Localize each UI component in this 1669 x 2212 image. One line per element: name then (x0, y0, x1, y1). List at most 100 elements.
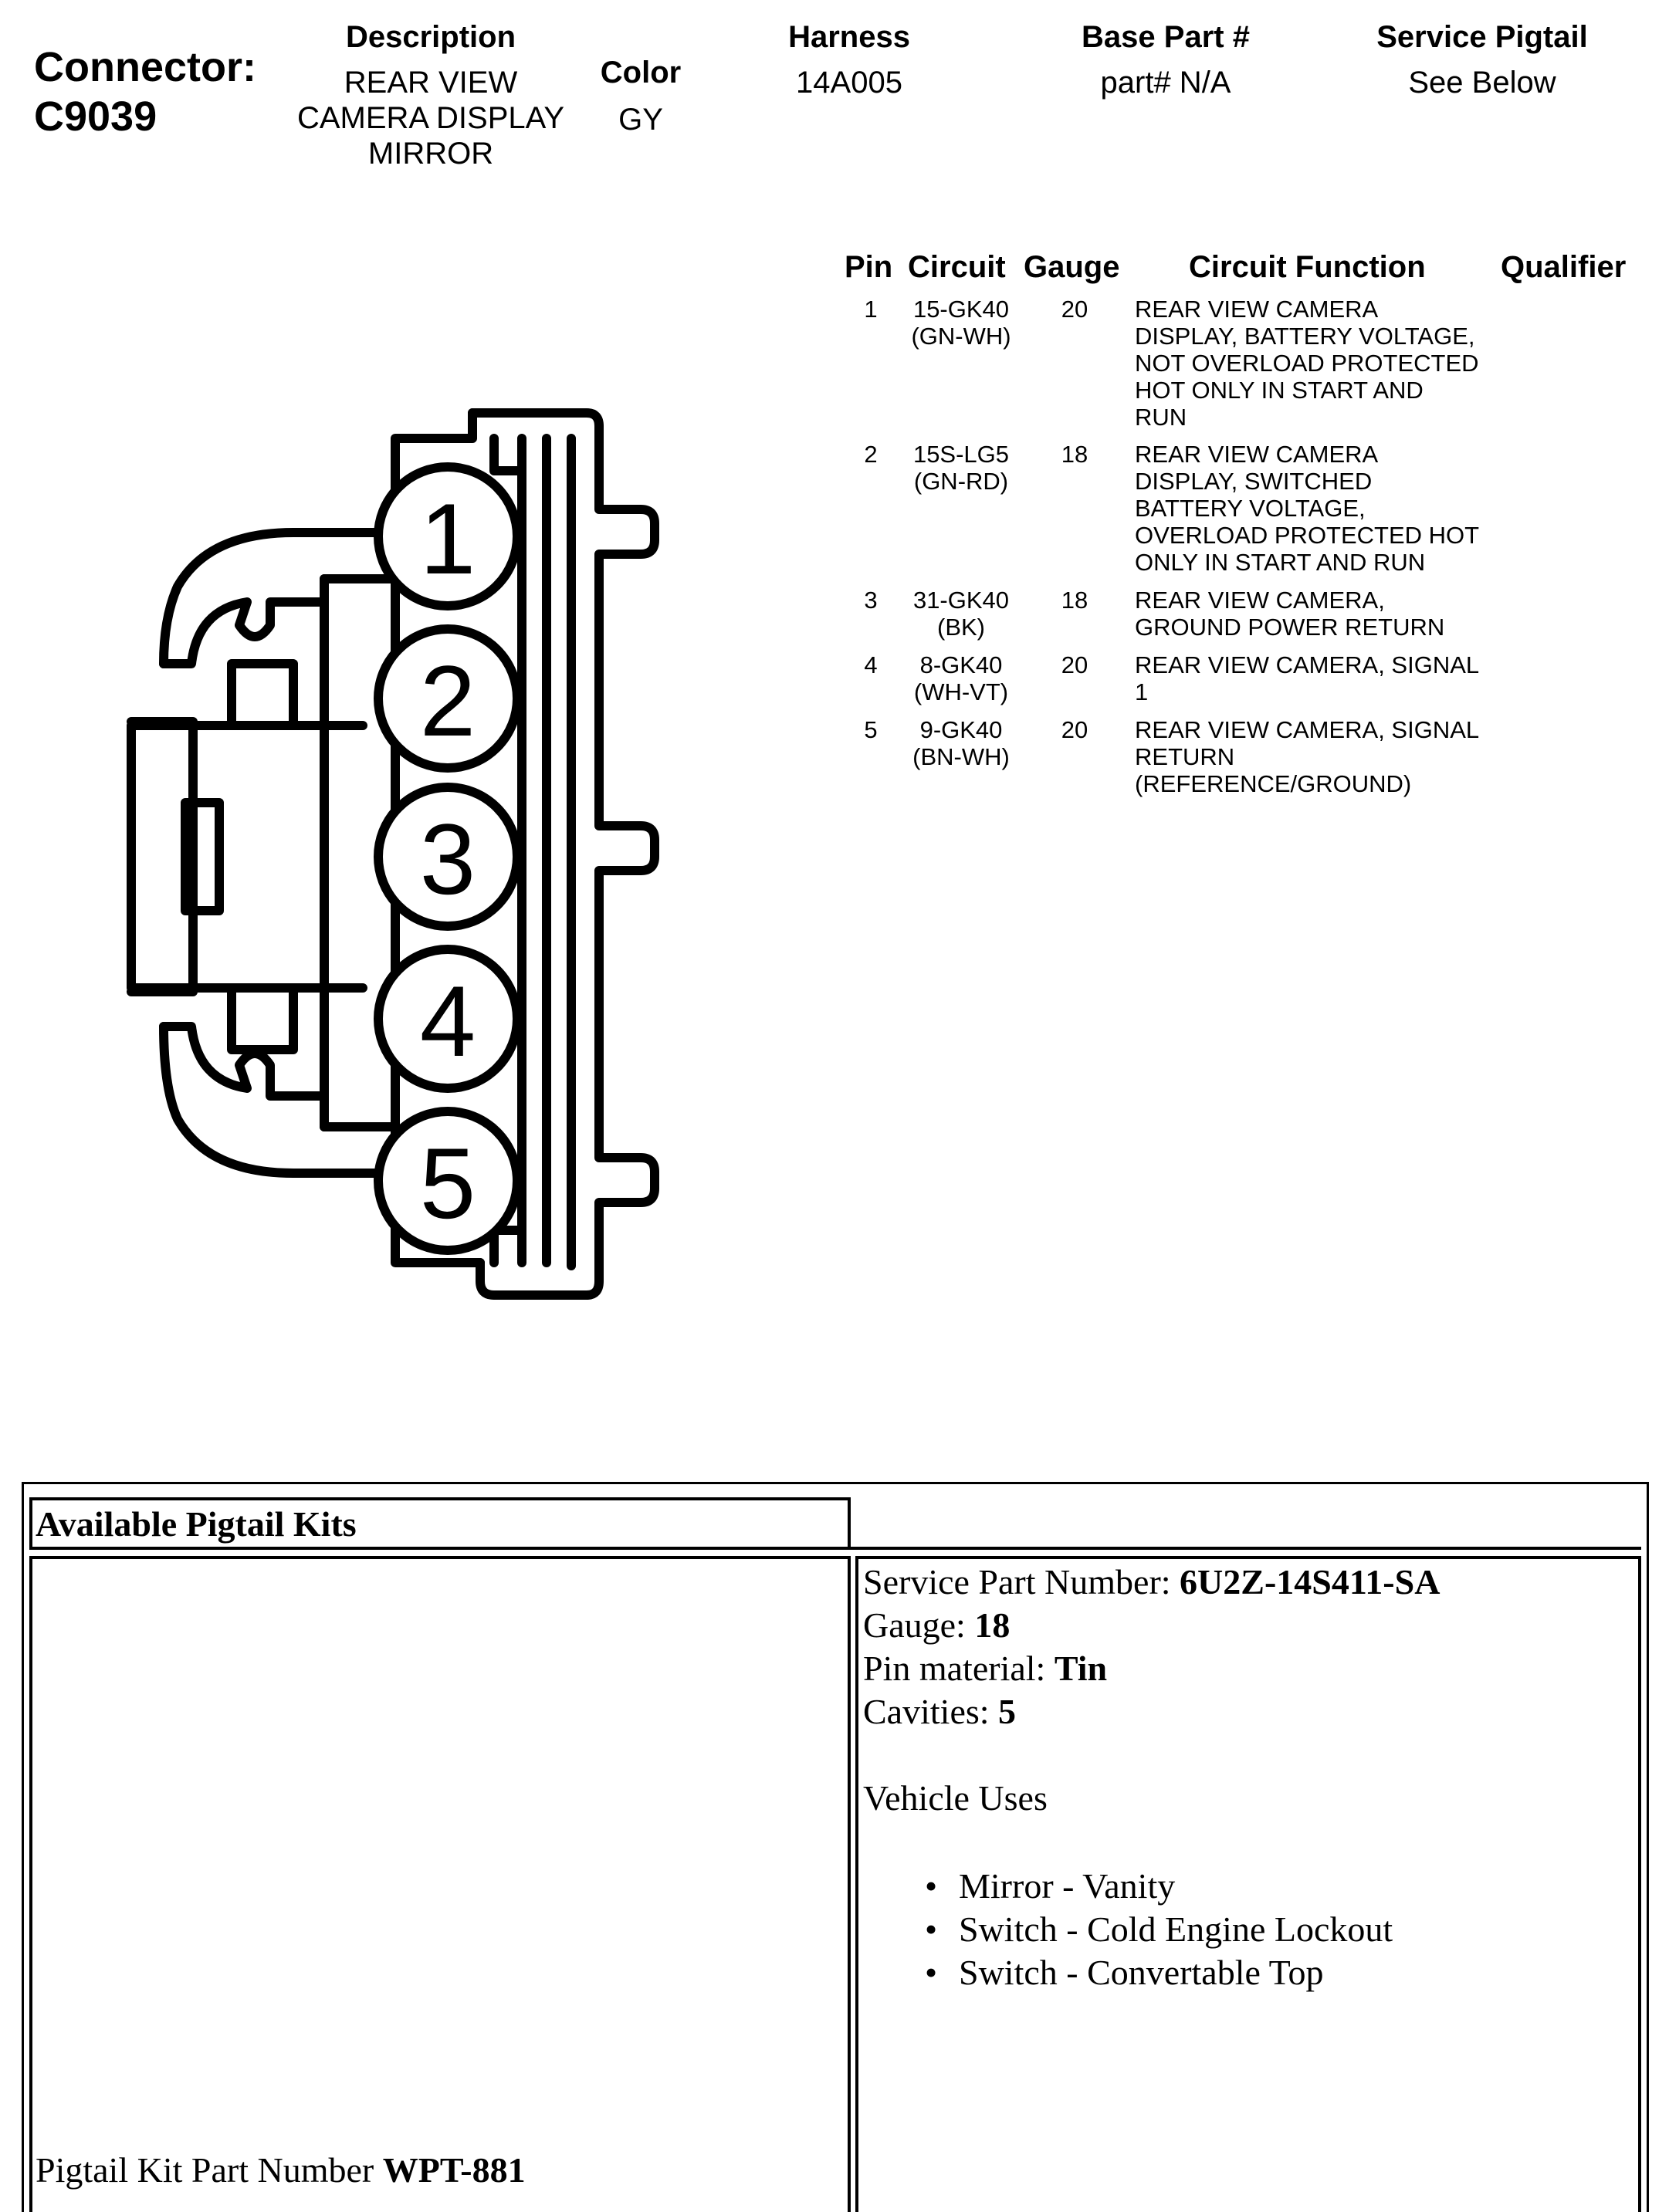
pin-label-3: 3 (420, 803, 476, 915)
cavities-info: Cavities: 5 (863, 1690, 1440, 1733)
gauge-info: Gauge: 18 (863, 1604, 1440, 1647)
pin-cavities (374, 462, 522, 1255)
function-line: NOT OVERLOAD PROTECTED (1135, 350, 1479, 377)
pin-label-2: 2 (420, 644, 476, 757)
connector-face-diagram: 1 2 3 4 5 (127, 408, 659, 1300)
pigtail-kit-box: Pigtail Kit Part Number WPT-881 (29, 1556, 851, 2212)
circuit-cell: 31-GK40 (BK) (888, 587, 1034, 641)
color-value: GY (618, 103, 663, 137)
color-label: Color (600, 56, 682, 90)
function-line: REAR VIEW CAMERA (1135, 441, 1379, 468)
pin-column-header: Pin (845, 250, 893, 284)
function-line: REAR VIEW CAMERA, (1135, 587, 1385, 614)
circuit-cell: 15S-LG5 (GN-RD) (888, 441, 1034, 495)
function-line: 1 (1135, 678, 1149, 705)
pin-material-info: Pin material: Tin (863, 1647, 1440, 1690)
circuit-color: (GN-WH) (911, 323, 1011, 350)
service-part-value: 6U2Z-14S411-SA (1180, 1562, 1440, 1602)
gauge-cell: 20 (1061, 296, 1088, 323)
harness-value: 14A005 (796, 66, 902, 100)
description-line: CAMERA DISPLAY (296, 101, 565, 135)
circuit-color: (BK) (937, 614, 985, 641)
kit-part-label: Pigtail Kit Part Number (36, 2150, 383, 2190)
circuit-column-header: Circuit (908, 250, 1006, 284)
service-part-label: Service Part Number: (863, 1562, 1180, 1602)
circuit-cell: 9-GK40 (BN-WH) (888, 716, 1034, 770)
list-item: Mirror - Vanity (916, 1865, 1440, 1908)
pin-label-1: 1 (420, 482, 476, 595)
circuit-color: (WH-VT) (913, 678, 1009, 705)
circuit-id: 9-GK40 (919, 716, 1003, 743)
cavities-label: Cavities: (863, 1692, 999, 1731)
gauge-value: 18 (974, 1605, 1011, 1645)
pin-cavity-4 (374, 945, 522, 1093)
list-item: Switch - Cold Engine Lockout (916, 1908, 1440, 1951)
function-cell: REAR VIEW CAMERA DISPLAY, SWITCHED BATTE… (1135, 441, 1505, 576)
pigtail-title-spacer (848, 1497, 1641, 1550)
spacer (863, 1733, 1440, 1777)
base-part-value: part# N/A (1100, 66, 1231, 100)
pin-cavity-1 (374, 462, 522, 610)
function-cell: REAR VIEW CAMERA, SIGNAL RETURN (REFEREN… (1135, 716, 1505, 797)
cavities-value: 5 (998, 1692, 1017, 1731)
service-pigtail-label: Service Pigtail (1376, 20, 1588, 54)
description-line: MIRROR (367, 137, 494, 171)
function-line: (REFERENCE/GROUND) (1135, 770, 1412, 797)
pin-number: 2 (864, 441, 878, 468)
vehicle-uses-list: Mirror - Vanity Switch - Cold Engine Loc… (916, 1865, 1440, 1994)
connector-shell (468, 408, 659, 1300)
function-line: DISPLAY, BATTERY VOLTAGE, (1135, 323, 1475, 350)
gauge-label: Gauge: (863, 1605, 975, 1645)
pigtail-section-title-box: Available Pigtail Kits (29, 1497, 851, 1550)
pin-number: 1 (864, 296, 878, 323)
circuit-color: (GN-RD) (913, 468, 1009, 495)
spacer (863, 1820, 1440, 1865)
function-cell: REAR VIEW CAMERA, SIGNAL 1 (1135, 651, 1505, 705)
pin-label-4: 4 (420, 965, 476, 1077)
circuit-color: (BN-WH) (912, 743, 1010, 770)
pin-number: 3 (864, 587, 878, 614)
pin-cavity-3 (374, 783, 522, 931)
service-part-number: Service Part Number: 6U2Z-14S411-SA (863, 1561, 1440, 1604)
pin-material-value: Tin (1054, 1649, 1108, 1688)
gauge-cell: 18 (1061, 587, 1088, 614)
circuit-cell: 15-GK40 (GN-WH) (888, 296, 1034, 350)
pin-label-5: 5 (420, 1127, 476, 1240)
function-line: DISPLAY, SWITCHED (1135, 468, 1373, 495)
base-part-label: Base Part # (1082, 20, 1250, 54)
description-label: Description (345, 20, 516, 54)
function-line: GROUND POWER RETURN (1135, 614, 1445, 641)
description-line: REAR VIEW (344, 66, 518, 100)
circuit-cell: 8-GK40 (WH-VT) (888, 651, 1034, 705)
harness-label: Harness (788, 20, 910, 54)
circuit-id: 8-GK40 (919, 651, 1003, 678)
connector-housing (159, 528, 391, 668)
vehicle-uses-label: Vehicle Uses (863, 1778, 1048, 1818)
kit-part-value: WPT-881 (382, 2150, 526, 2190)
description-value: REAR VIEW CAMERA DISPLAY MIRROR (276, 65, 585, 171)
connector-id: C9039 (34, 93, 157, 140)
circuit-id: 15-GK40 (912, 296, 1010, 323)
pin-number: 4 (864, 651, 878, 678)
connector-rail (517, 434, 576, 1270)
pigtail-kits-frame (22, 1482, 1649, 2212)
service-part-box: Service Part Number: 6U2Z-14S411-SA Gaug… (855, 1556, 1641, 2212)
function-cell: REAR VIEW CAMERA, GROUND POWER RETURN (1135, 587, 1505, 641)
function-line: ONLY IN START AND RUN (1135, 549, 1426, 576)
pigtail-section-title: Available Pigtail Kits (36, 1504, 357, 1544)
gauge-cell: 20 (1061, 716, 1088, 743)
pigtail-kit-part-number: Pigtail Kit Part Number WPT-881 (36, 2149, 526, 2192)
pin-cavity-2 (374, 624, 522, 773)
connector-tab (127, 721, 367, 993)
function-line: RETURN (1135, 743, 1235, 770)
function-line: REAR VIEW CAMERA (1135, 296, 1379, 323)
pin-number: 5 (864, 716, 878, 743)
function-line: REAR VIEW CAMERA, SIGNAL (1135, 651, 1480, 678)
function-line: OVERLOAD PROTECTED HOT (1135, 522, 1480, 549)
pin-material-label: Pin material: (863, 1649, 1055, 1688)
function-cell: REAR VIEW CAMERA DISPLAY, BATTERY VOLTAG… (1135, 296, 1505, 431)
function-line: BATTERY VOLTAGE, (1135, 495, 1366, 522)
qualifier-column-header: Qualifier (1501, 250, 1627, 284)
circuit-id: 31-GK40 (912, 587, 1010, 614)
